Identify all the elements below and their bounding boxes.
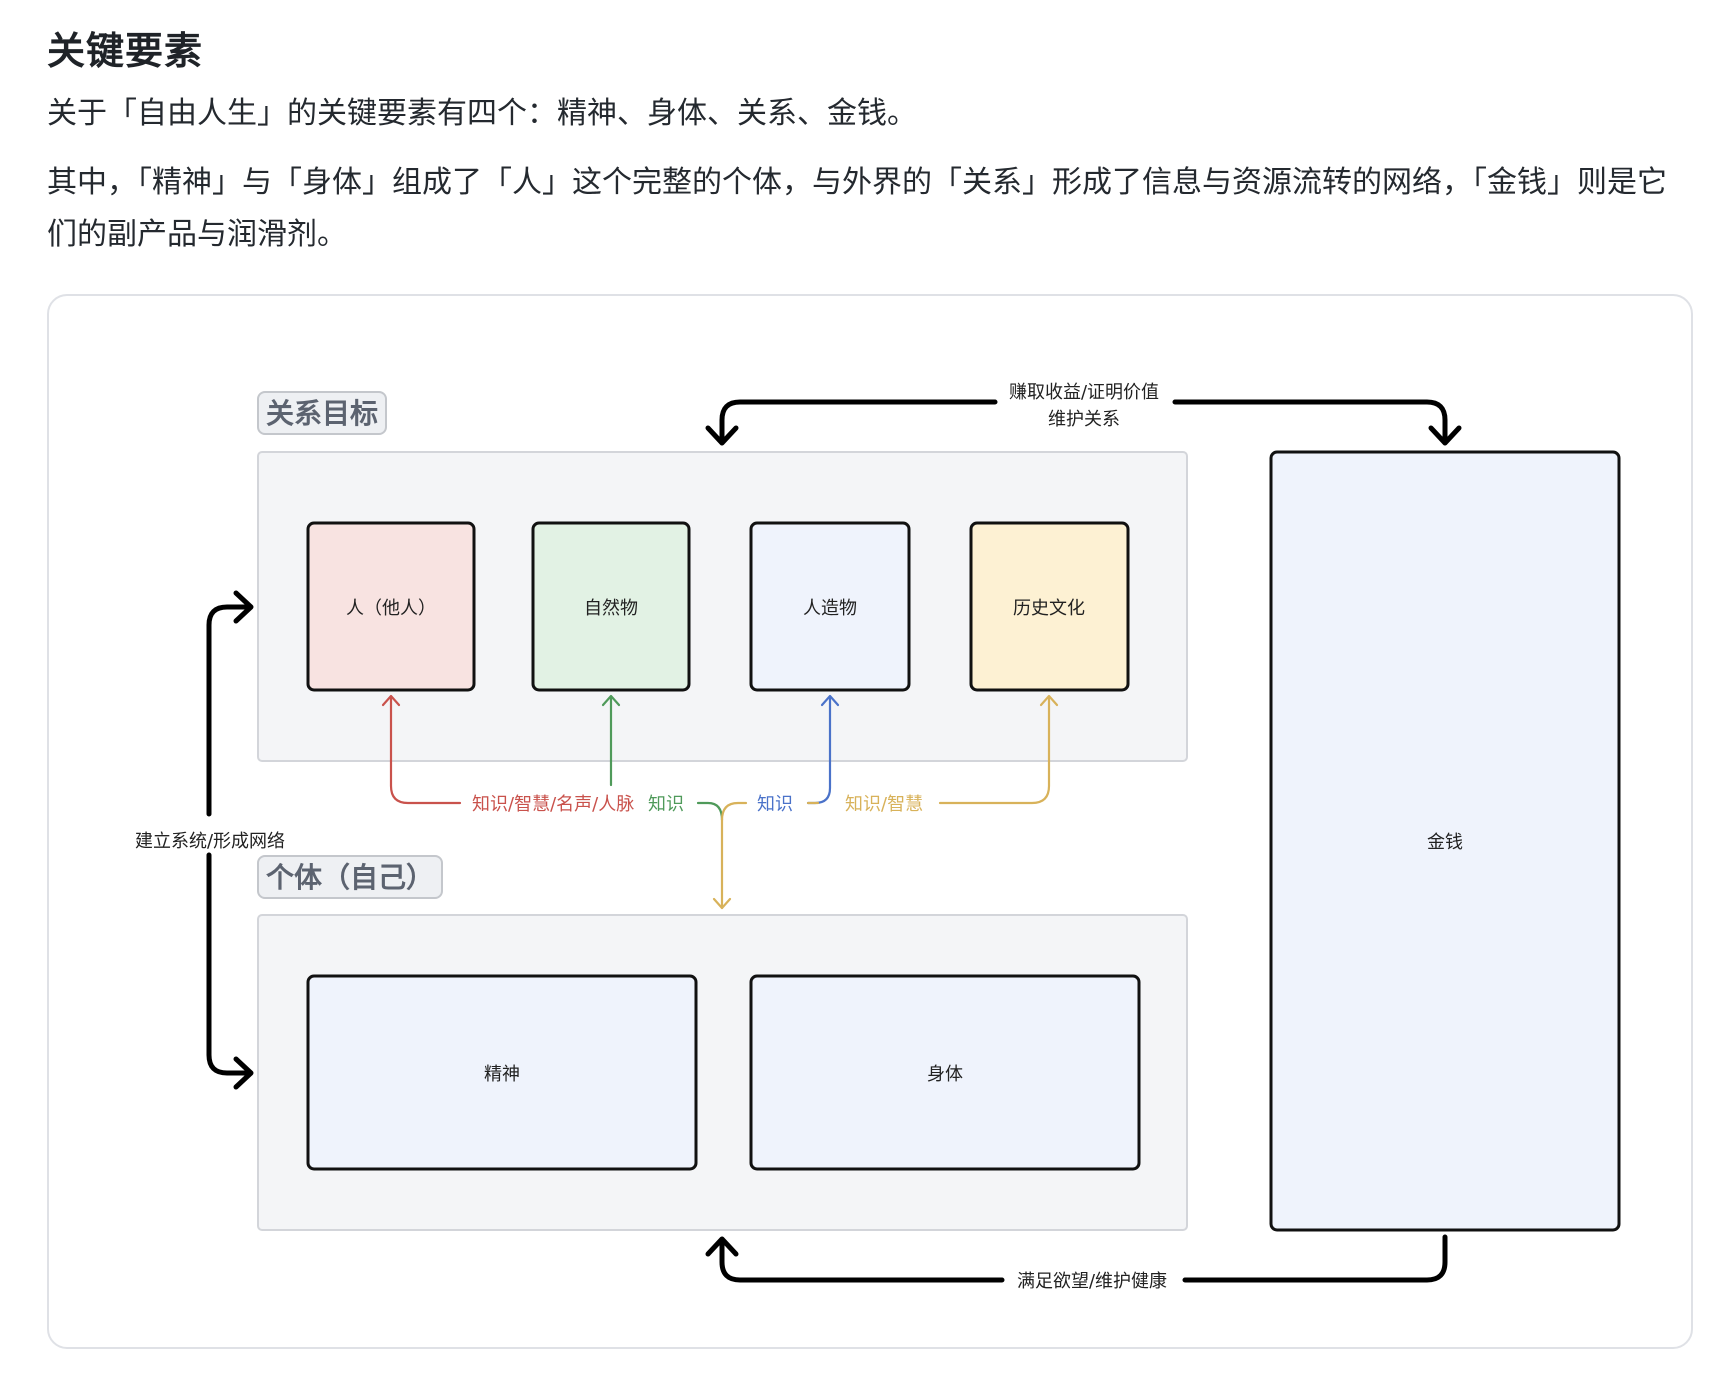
edge-left-up bbox=[206, 604, 253, 817]
edge-bottom-right bbox=[1182, 1234, 1448, 1283]
self-group-label: 个体（自己） bbox=[266, 861, 434, 894]
node-history-culture[interactable]: 历史文化 bbox=[969, 521, 1130, 692]
relations-group bbox=[257, 451, 1188, 762]
flow-label-history: 知识/智慧 bbox=[845, 794, 923, 815]
node-body[interactable]: 身体 bbox=[749, 974, 1141, 1171]
node-artifacts[interactable]: 人造物 bbox=[749, 521, 911, 692]
node-money-label: 金钱 bbox=[1427, 832, 1463, 853]
edge-top-label-line1: 赚取收益/证明价值 bbox=[1009, 382, 1159, 403]
flow-label-nature: 知识 bbox=[648, 794, 684, 815]
node-spirit-label: 精神 bbox=[484, 1064, 520, 1085]
edge-left-down bbox=[206, 852, 253, 1076]
intro-paragraph: 关于「自由人生」的关键要素有四个：精神、身体、关系、金钱。 bbox=[47, 96, 917, 131]
relations-group-label: 关系目标 bbox=[266, 397, 378, 430]
flow-line-history bbox=[938, 695, 1051, 805]
section-heading: 关键要素 bbox=[47, 29, 204, 73]
flow-line-nature-merge bbox=[696, 801, 724, 822]
node-history-culture-label: 历史文化 bbox=[1013, 598, 1085, 619]
node-body-label: 身体 bbox=[927, 1064, 963, 1085]
flow-arrowhead-merge bbox=[712, 897, 732, 910]
edge-left-label: 建立系统/形成网络 bbox=[135, 831, 285, 852]
node-others-label: 人（他人） bbox=[346, 598, 436, 619]
edge-top-right bbox=[1172, 399, 1448, 445]
flow-arrowhead-history bbox=[1039, 694, 1059, 707]
edge-left-down-arrowhead bbox=[233, 1056, 254, 1090]
edge-top-left-arrowhead bbox=[705, 425, 739, 446]
edge-bottom-arrowhead bbox=[705, 1236, 739, 1257]
node-nature[interactable]: 自然物 bbox=[531, 521, 691, 692]
edge-top-right-arrowhead bbox=[1428, 425, 1462, 446]
node-others[interactable]: 人（他人） bbox=[306, 521, 476, 692]
edge-top-label-line2: 维护关系 bbox=[1048, 409, 1120, 430]
edge-left-up-arrowhead bbox=[233, 590, 254, 624]
flow-label-artifacts: 知识 bbox=[757, 794, 793, 815]
relations-group-tag: 关系目标 bbox=[257, 391, 387, 435]
node-spirit[interactable]: 精神 bbox=[306, 974, 698, 1171]
explanation-paragraph: 其中，「精神」与「身体」组成了「人」这个完整的个体，与外界的「关系」形成了信息与… bbox=[47, 165, 1667, 252]
node-money[interactable]: 金钱 bbox=[1269, 450, 1621, 1232]
edge-bottom-left bbox=[719, 1237, 1005, 1283]
edge-bottom-label: 满足欲望/维护健康 bbox=[1017, 1271, 1167, 1292]
flow-label-others: 知识/智慧/名声/人脉 bbox=[472, 794, 634, 815]
node-nature-label: 自然物 bbox=[584, 598, 638, 619]
flow-arrowhead-others bbox=[381, 694, 401, 707]
flow-line-others bbox=[389, 695, 462, 805]
self-group-tag: 个体（自己） bbox=[257, 855, 443, 899]
flow-arrowhead-nature bbox=[601, 694, 621, 707]
flow-line-merge bbox=[720, 801, 748, 910]
flow-arrowhead-artifacts bbox=[820, 694, 840, 707]
node-artifacts-label: 人造物 bbox=[803, 598, 857, 619]
edge-top-left bbox=[719, 399, 998, 445]
